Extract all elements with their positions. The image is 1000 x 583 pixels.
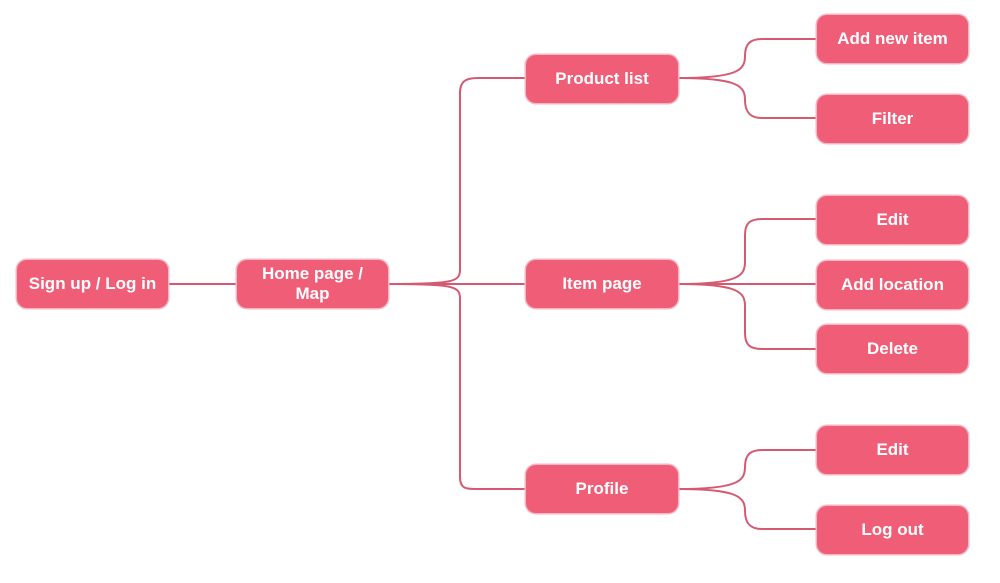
connector-item-page-edit [677,218,818,285]
connector-product-list-filter [677,77,818,119]
connector-product-list-add-new-item [677,38,818,79]
connector-profile-edit [677,449,818,490]
node-label: Edit [876,210,909,229]
node-item-edit[interactable]: Edit [817,196,968,244]
node-label: Profile [575,479,629,498]
node-sign-up-log-in[interactable]: Sign up / Log in [17,260,168,308]
node-item-page[interactable]: Item page [526,260,678,308]
node-label: Add new item [837,29,948,48]
node-profile-edit[interactable]: Edit [817,426,968,474]
node-filter[interactable]: Filter [817,95,968,143]
node-label: Home page / Map [261,264,364,303]
node-label: Product list [555,69,649,88]
node-product-list[interactable]: Product list [526,55,678,103]
node-label: Delete [866,339,919,358]
connector-home-profile [387,283,527,490]
node-home-page-map[interactable]: Home page / Map [237,260,388,308]
connector-item-page-delete [677,283,818,350]
connector-profile-log-out [677,488,818,530]
node-profile[interactable]: Profile [526,465,678,513]
node-add-location[interactable]: Add location [817,261,968,309]
connector-home-product-list [387,77,527,285]
node-add-new-item[interactable]: Add new item [817,15,968,63]
node-label: Add location [841,275,944,294]
node-delete[interactable]: Delete [817,325,968,373]
node-label: Item page [562,274,642,293]
node-label: Edit [876,440,909,459]
node-label: Log out [861,520,924,539]
node-label: Sign up / Log in [28,274,157,293]
node-log-out[interactable]: Log out [817,506,968,554]
node-label: Filter [871,109,914,128]
